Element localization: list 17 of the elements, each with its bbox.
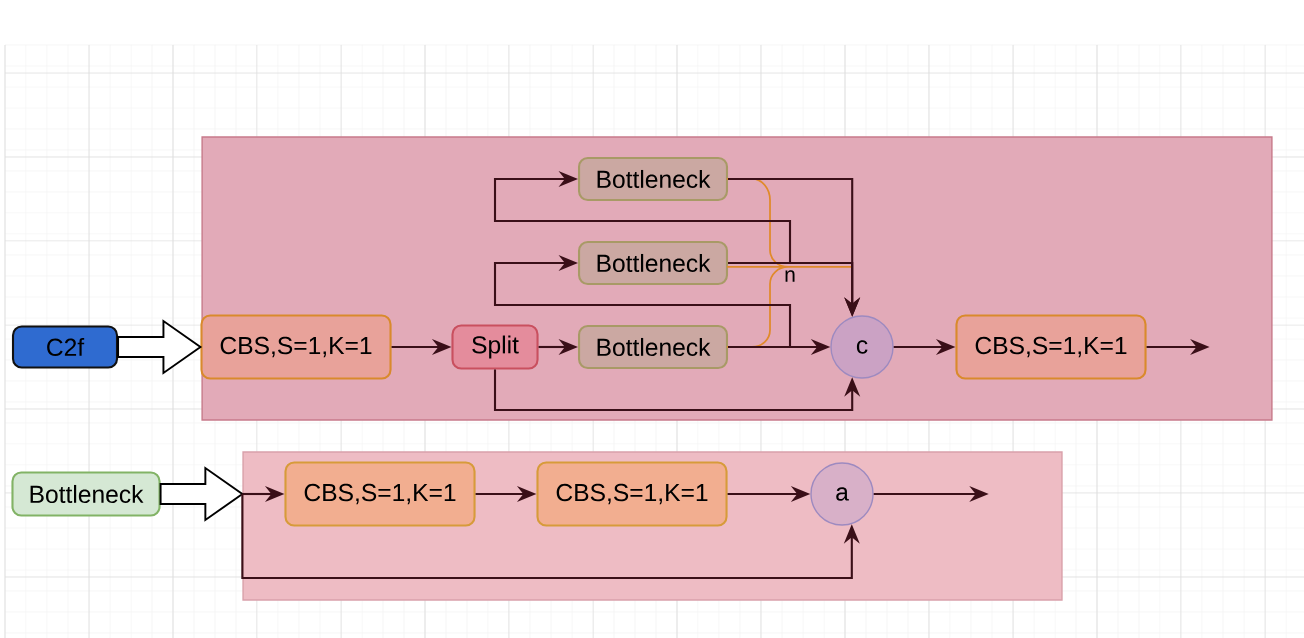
module-box: C2f — [11, 325, 119, 369]
circle-node: c — [830, 315, 894, 379]
module-box: CBS,S=1,K=1 — [284, 461, 476, 527]
module-box: Bottleneck — [578, 156, 729, 202]
circle-node: a — [810, 462, 874, 526]
module-box: Bottleneck — [11, 471, 161, 517]
module-box: CBS,S=1,K=1 — [955, 314, 1147, 380]
module-box: Bottleneck — [578, 324, 729, 370]
block-arrow — [117, 319, 203, 375]
brace-label: n — [785, 270, 795, 282]
arrow — [493, 170, 792, 265]
module-box: Split — [451, 324, 539, 370]
module-box: CBS,S=1,K=1 — [200, 314, 392, 380]
arrow — [493, 254, 792, 349]
module-box: CBS,S=1,K=1 — [536, 461, 728, 527]
block-arrow — [159, 466, 245, 522]
module-box: Bottleneck — [578, 240, 729, 286]
